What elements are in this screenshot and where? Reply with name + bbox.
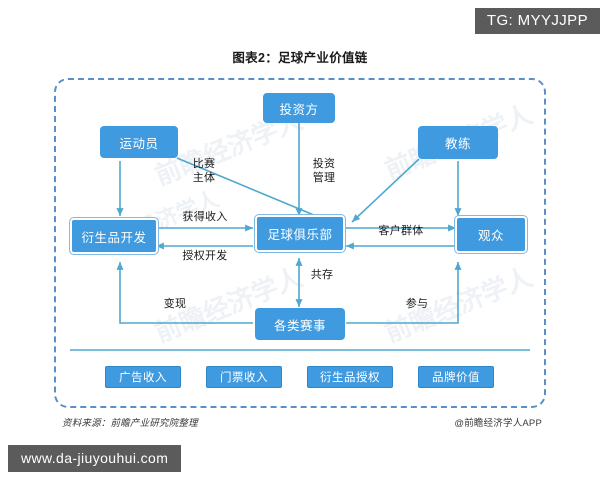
- edge-label-match-subject: 比赛 主体: [192, 158, 216, 184]
- edge-coach-club: [351, 158, 420, 223]
- node-brand-value[interactable]: 品牌价值: [418, 366, 494, 388]
- edge-label-participate: 参与: [405, 298, 429, 310]
- edge-label-coexist: 共存: [310, 269, 334, 281]
- diagram-dashed-frame: [54, 78, 546, 408]
- node-investor[interactable]: 投资方: [263, 93, 335, 123]
- edge-label-customer-group: 客户群体: [378, 225, 424, 237]
- edge-label-invest-manage: 投资 管理: [312, 158, 336, 184]
- edge-label-monetize: 变现: [163, 298, 187, 310]
- edge-events-audience: [346, 262, 462, 324]
- node-audience[interactable]: 观众: [455, 216, 527, 253]
- edge-label-obtain-income: 获得收入: [182, 211, 228, 223]
- source-note: 资料来源：前瞻产业研究院整理: [62, 418, 198, 429]
- node-events[interactable]: 各类赛事: [255, 308, 345, 340]
- brand-note: @前瞻经济学人APP: [454, 418, 542, 429]
- node-derivative-development[interactable]: 衍生品开发: [70, 218, 158, 254]
- telegram-watermark-tag: TG: MYYJJPP: [474, 8, 600, 35]
- node-coach[interactable]: 教练: [418, 126, 498, 159]
- edge-label-license-develop: 授权开发: [182, 250, 228, 262]
- page-title: 图表2：足球产业价值链: [232, 51, 368, 65]
- site-url-watermark-tag: www.da-jiuyouhui.com: [8, 444, 182, 472]
- node-ad-revenue[interactable]: 广告收入: [105, 366, 181, 388]
- node-football-club[interactable]: 足球俱乐部: [255, 215, 345, 252]
- node-ticket-revenue[interactable]: 门票收入: [206, 366, 282, 388]
- node-derivative-license[interactable]: 衍生品授权: [307, 366, 393, 388]
- node-athlete[interactable]: 运动员: [100, 126, 178, 158]
- edge-events-derivative: [116, 262, 253, 324]
